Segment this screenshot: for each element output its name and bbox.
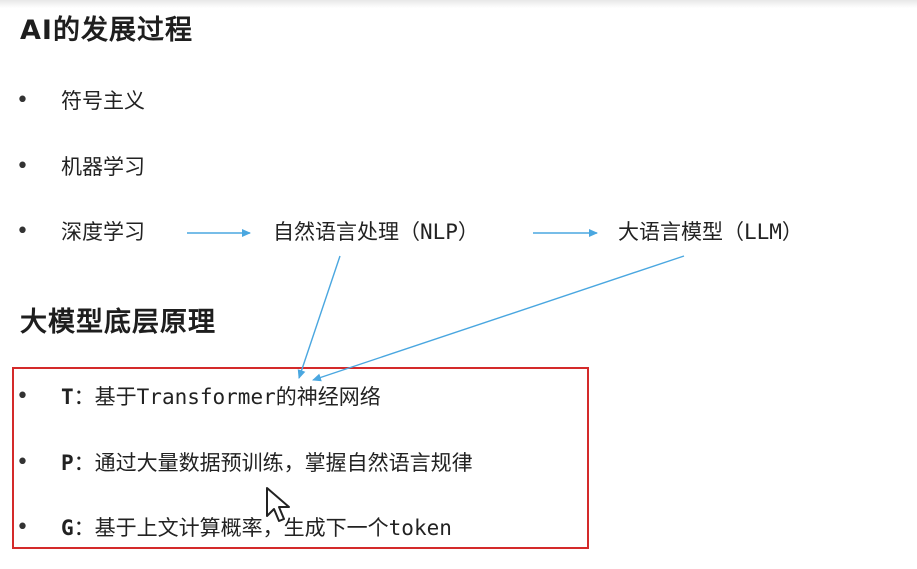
flow-item-nlp: 自然语言处理（NLP） [273, 220, 479, 244]
bullet-dot: • [16, 515, 29, 540]
principle-key-p: P [61, 451, 74, 475]
principle-text-g: 基于上文计算概率，生成下一个token [94, 516, 452, 540]
principle-sep: ： [73, 385, 95, 409]
principle-key-t: T [61, 385, 74, 409]
bullet-dot: • [16, 88, 29, 113]
section-title-llm-principles: 大模型底层原理 [20, 307, 216, 338]
flow-item-deep-learning: 深度学习 [61, 220, 145, 244]
highlight-box [12, 367, 589, 549]
top-shade [0, 0, 917, 8]
principle-item-g: G：基于上文计算概率，生成下一个token [61, 518, 452, 539]
bullet-dot: • [16, 154, 29, 179]
section-title-ai-history: AI的发展过程 [20, 15, 193, 46]
principle-item-t: T：基于Transformer的神经网络 [61, 387, 381, 408]
mouse-pointer-icon [266, 487, 290, 522]
bullet-dot: • [16, 219, 29, 244]
principle-text-t: 基于Transformer的神经网络 [94, 385, 381, 409]
list-item-symbolism: 符号主义 [61, 89, 145, 113]
principle-item-p: P：通过大量数据预训练，掌握自然语言规律 [61, 453, 473, 474]
principle-key-g: G [61, 516, 74, 540]
flow-item-llm: 大语言模型（LLM） [618, 220, 803, 244]
bullet-dot: • [16, 384, 29, 409]
arrow-nlp-to-t [297, 255, 341, 379]
principle-sep: ： [73, 451, 95, 475]
principle-sep: ： [73, 516, 95, 540]
list-item-machine-learning: 机器学习 [61, 155, 145, 179]
principle-text-p: 通过大量数据预训练，掌握自然语言规律 [94, 451, 473, 475]
arrow-llm-to-t [312, 255, 685, 382]
bullet-dot: • [16, 450, 29, 475]
